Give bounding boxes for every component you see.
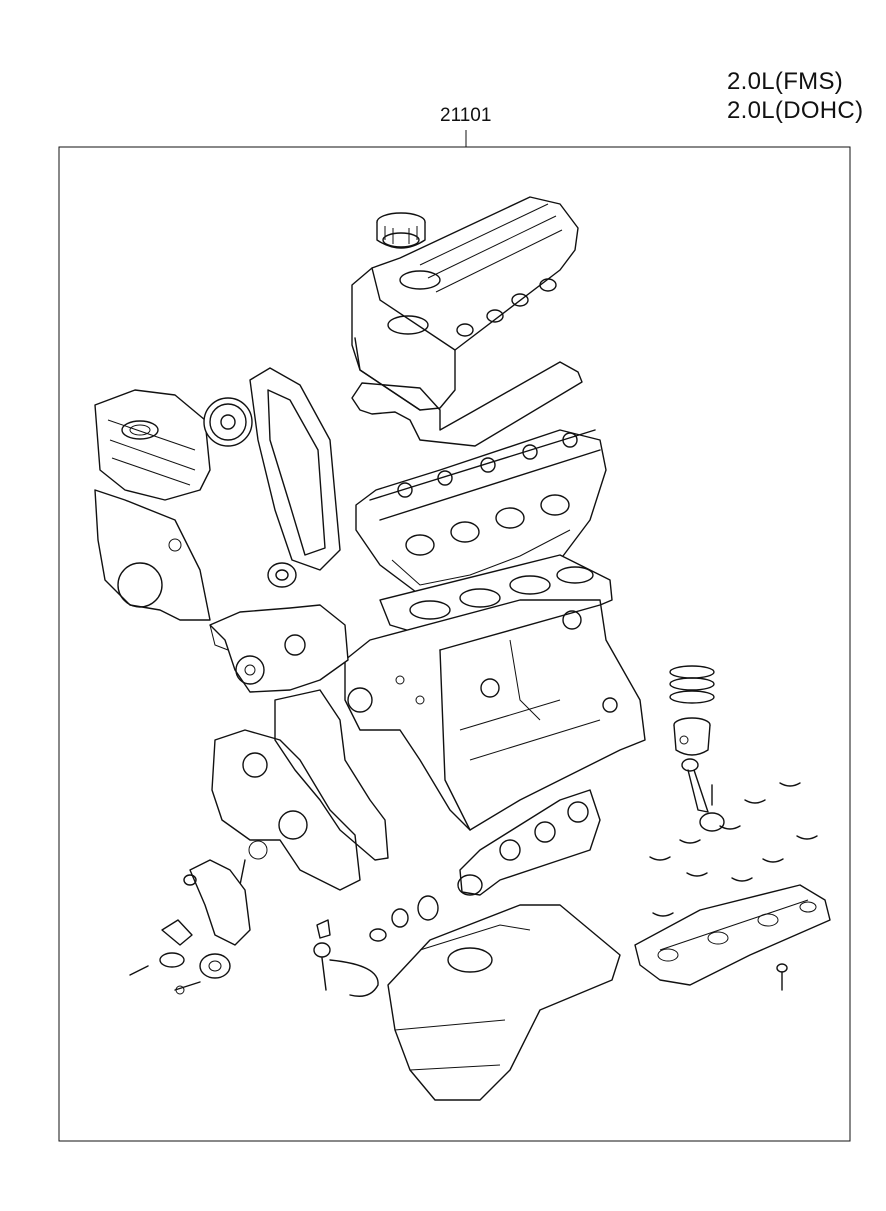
oil-filler-cap[interactable] bbox=[376, 212, 426, 249]
crankshaft[interactable] bbox=[457, 789, 601, 896]
oil-dipstick-and-strainer[interactable] bbox=[313, 919, 379, 997]
cylinder-block[interactable] bbox=[344, 599, 646, 831]
main-bearing-ladder[interactable] bbox=[634, 884, 831, 986]
engine-label-dohc: 2.0L(DOHC) bbox=[727, 97, 864, 124]
timing-belt-cover[interactable] bbox=[94, 389, 211, 501]
camshaft-sprocket[interactable] bbox=[203, 397, 253, 447]
engine-label-fms: 2.0L(FMS) bbox=[727, 68, 844, 95]
timing-belt[interactable] bbox=[249, 367, 341, 571]
belt-tensioner-assembly[interactable] bbox=[129, 859, 251, 995]
crankshaft-gear-and-seal[interactable] bbox=[369, 895, 439, 942]
oil-pan[interactable] bbox=[387, 904, 621, 1101]
main-bearing-shells[interactable] bbox=[649, 782, 818, 917]
piston-rings[interactable] bbox=[669, 665, 715, 704]
cylinder-head-camshaft[interactable] bbox=[355, 429, 607, 601]
assembly-frame bbox=[58, 146, 851, 1142]
oil-pump-front-case[interactable] bbox=[205, 729, 361, 891]
timing-backing-plate[interactable] bbox=[94, 489, 211, 621]
head-cover-gasket[interactable] bbox=[351, 361, 583, 447]
front-case-gasket[interactable] bbox=[274, 689, 389, 861]
connecting-rod[interactable] bbox=[681, 758, 725, 832]
crankshaft-sprocket[interactable] bbox=[267, 562, 297, 588]
cylinder-head-cover[interactable] bbox=[351, 196, 579, 411]
part-number-callout[interactable]: 21101 bbox=[440, 105, 492, 126]
water-pump[interactable] bbox=[209, 604, 349, 693]
bearing-cap-bolt[interactable] bbox=[776, 963, 788, 991]
piston[interactable] bbox=[673, 717, 711, 756]
